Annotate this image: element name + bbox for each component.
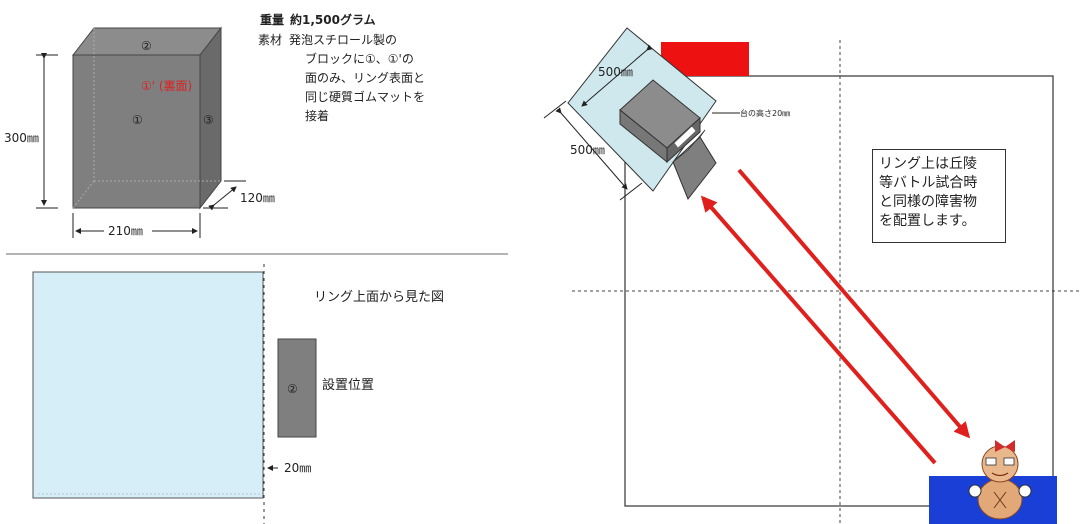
red-arrow-to-platform [700,195,937,465]
ring-top-view [32,271,264,499]
depth-dimension-line [208,186,237,211]
height-label: 300㎜ [4,131,39,145]
width-label: 210㎜ [108,224,143,238]
platform-width-label: 500㎜ [598,65,633,79]
material-label: 素材 [258,33,282,47]
depth-label: 120㎜ [240,191,275,205]
ring-outline [624,75,1054,507]
material-line-2: ブロックに①、①'の [305,51,414,66]
platform-depth-dim [555,107,628,190]
platform-connector [673,125,697,149]
block-front-face [72,54,201,209]
block-position-marker [277,338,317,438]
block-3d [71,26,223,210]
obstacle-block-top [672,129,706,163]
platform-height-label: 台の高さ20㎜ [740,108,790,118]
face-top-label: ② [141,39,152,53]
face-back-label: ①' (裏面) [141,78,192,93]
top-view-title: リング上面から見た図 [314,290,444,305]
block-position-face-label: ② [287,382,298,396]
face-side-label: ③ [203,113,214,127]
material-line-4: 同じ硬質ゴムマットを [305,89,425,104]
gap-label: 20㎜ [284,461,311,475]
red-arrow-to-corner [737,168,971,439]
position-label: 設置位置 [322,377,374,393]
material-line-1: 発泡スチロール製の [289,33,397,47]
weight-value: 約1,500グラム [290,12,376,27]
weight-label: 重量 [260,12,284,27]
platform-width-dim [581,44,653,107]
material-line-5: 接着 [305,108,329,123]
material-line-3: 面のみ、リング表面と [305,71,425,85]
face-front-label: ① [132,113,143,127]
platform-depth-label: 500㎜ [570,143,605,157]
obstacle-note: リング上は丘陵 等バトル試合時 と同様の障害物 を配置します。 [872,149,1006,243]
robot-icon [968,440,1032,520]
